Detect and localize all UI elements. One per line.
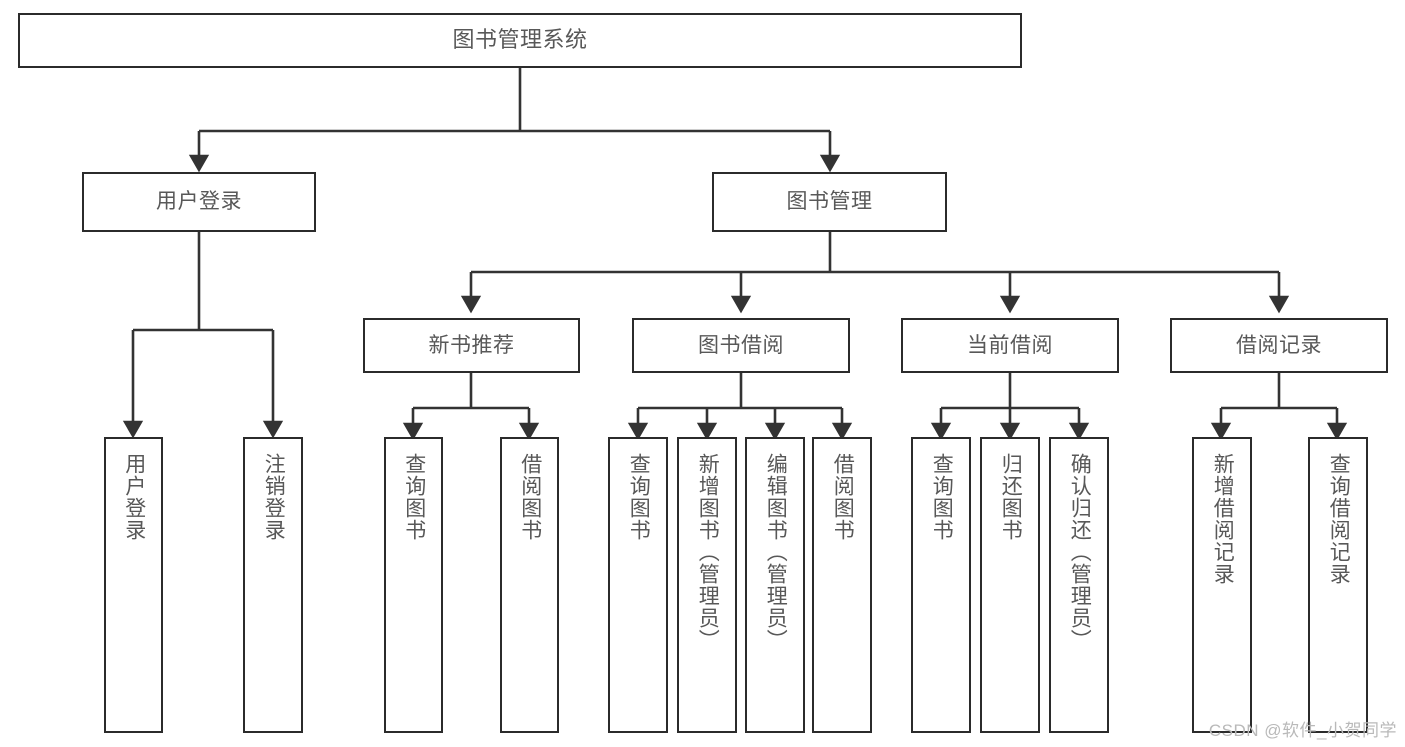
- node-label: 确认归还（管理员）: [1068, 453, 1092, 651]
- leaf-return-book[interactable]: 归还图书: [980, 437, 1040, 733]
- node-book-borrow[interactable]: 图书借阅: [632, 318, 850, 373]
- node-label: 用户登录: [122, 453, 146, 541]
- node-label: 查询图书: [930, 453, 954, 541]
- leaf-query-borrow-record[interactable]: 查询借阅记录: [1308, 437, 1368, 733]
- node-label: 新书推荐: [428, 333, 515, 357]
- leaf-borrow-book-recommend[interactable]: 借阅图书: [500, 437, 559, 733]
- leaf-logout[interactable]: 注销登录: [243, 437, 303, 733]
- node-label: 借阅图书: [831, 453, 855, 541]
- leaf-query-book-current[interactable]: 查询图书: [911, 437, 971, 733]
- node-label: 归还图书: [999, 453, 1023, 541]
- leaf-borrow-book[interactable]: 借阅图书: [812, 437, 872, 733]
- leaf-confirm-return-admin[interactable]: 确认归还（管理员）: [1049, 437, 1109, 733]
- leaf-add-borrow-record[interactable]: 新增借阅记录: [1192, 437, 1252, 733]
- node-root-system[interactable]: 图书管理系统: [18, 13, 1022, 68]
- node-label: 注销登录: [262, 453, 286, 541]
- node-book-management[interactable]: 图书管理: [712, 172, 947, 232]
- leaf-user-login[interactable]: 用户登录: [104, 437, 163, 733]
- node-label: 当前借阅: [967, 333, 1053, 357]
- node-label: 新增图书（管理员）: [696, 453, 720, 651]
- node-label: 借阅图书: [518, 453, 542, 541]
- node-current-borrow[interactable]: 当前借阅: [901, 318, 1119, 373]
- leaf-edit-book-admin[interactable]: 编辑图书（管理员）: [745, 437, 805, 733]
- node-label: 用户登录: [156, 190, 242, 214]
- node-new-book-recommend[interactable]: 新书推荐: [363, 318, 580, 373]
- node-label: 查询借阅记录: [1327, 453, 1351, 585]
- node-label: 查询图书: [627, 453, 651, 541]
- node-label: 新增借阅记录: [1211, 453, 1235, 585]
- node-label: 图书管理: [786, 190, 873, 214]
- watermark: CSDN @软件_小贺同学: [1208, 721, 1397, 740]
- leaf-query-book-recommend[interactable]: 查询图书: [384, 437, 443, 733]
- leaf-add-book-admin[interactable]: 新增图书（管理员）: [677, 437, 737, 733]
- node-label: 图书管理系统: [452, 27, 588, 53]
- node-user-login[interactable]: 用户登录: [82, 172, 316, 232]
- leaf-query-book-borrow[interactable]: 查询图书: [608, 437, 668, 733]
- node-label: 借阅记录: [1236, 333, 1322, 357]
- node-label: 编辑图书（管理员）: [764, 453, 788, 651]
- node-borrow-record[interactable]: 借阅记录: [1170, 318, 1388, 373]
- node-label: 查询图书: [402, 453, 426, 541]
- node-label: 图书借阅: [698, 333, 784, 357]
